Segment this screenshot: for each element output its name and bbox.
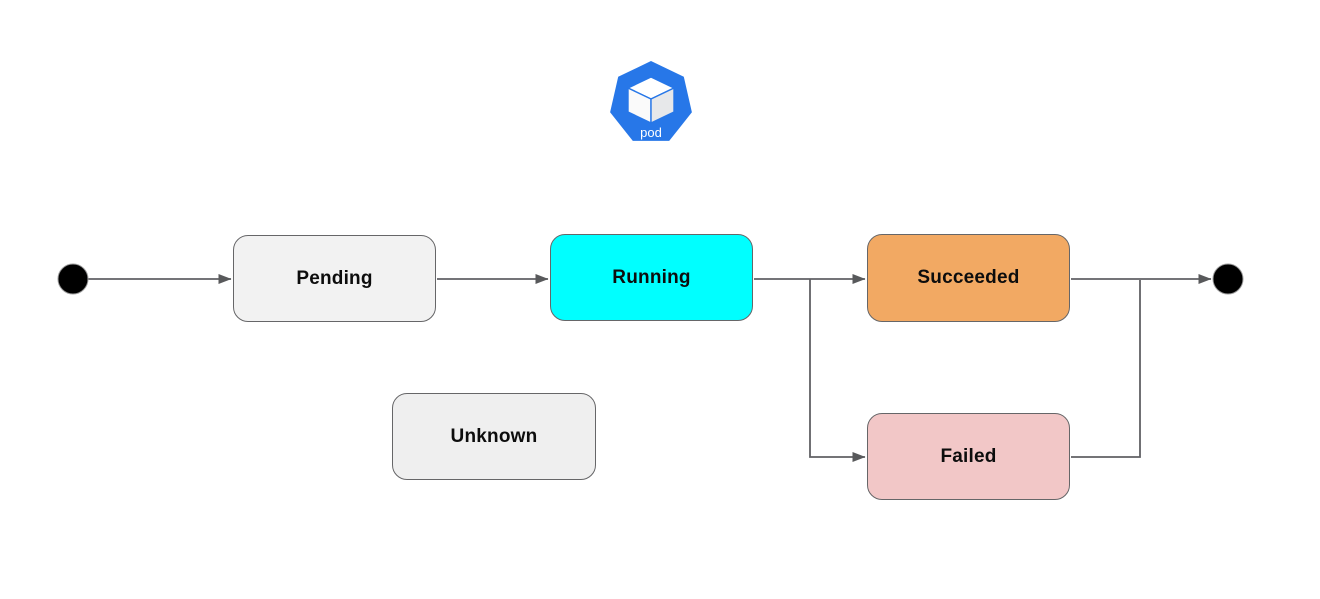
edge-failed-to-end bbox=[1071, 280, 1141, 458]
state-unknown: Unknown bbox=[392, 393, 596, 480]
pod-icon-label: pod bbox=[640, 125, 662, 140]
start-node bbox=[57, 263, 89, 295]
state-succeeded-label: Succeeded bbox=[917, 267, 1020, 288]
state-unknown-label: Unknown bbox=[450, 425, 538, 447]
kubernetes-pod-icon: pod bbox=[610, 61, 692, 141]
state-pending: Pending bbox=[233, 235, 436, 322]
state-pending-label: Pending bbox=[296, 267, 373, 289]
state-failed-label: Failed bbox=[940, 445, 997, 467]
end-node bbox=[1212, 263, 1244, 295]
state-running-label: Running bbox=[612, 266, 691, 288]
state-failed: Failed bbox=[867, 413, 1070, 500]
edge-running-to-failed bbox=[809, 279, 866, 462]
pod-cube-icon bbox=[627, 76, 675, 124]
state-succeeded: Succeeded bbox=[867, 234, 1070, 322]
state-running: Running bbox=[550, 234, 753, 321]
